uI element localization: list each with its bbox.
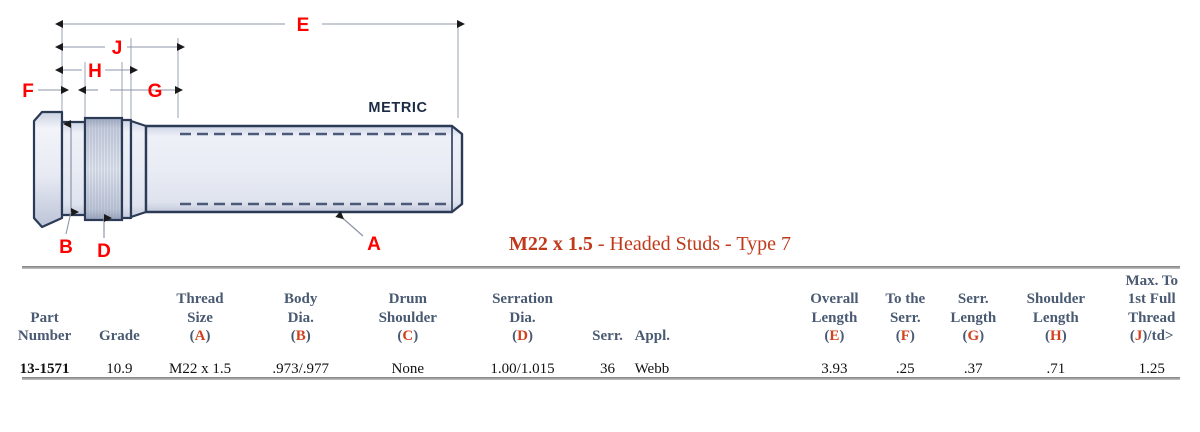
- hdr-l1: Max. To: [1125, 273, 1178, 289]
- hdr-l3: Thread: [1128, 309, 1176, 326]
- dimension-line-H: H: [55, 61, 138, 82]
- hdr-l1: To the: [885, 291, 926, 308]
- stud-threaded-shank: [144, 124, 464, 214]
- dimension-label-A: A: [367, 234, 381, 255]
- stud-under-head: [60, 120, 87, 217]
- dimension-line-G: G: [78, 81, 183, 102]
- col-header-to-the-serr: To the Serr. (F): [885, 291, 926, 344]
- stud-taper: [129, 119, 148, 219]
- hdr-l2: Part: [30, 309, 59, 326]
- thread-root-lines: [180, 132, 452, 206]
- col-header-serr: Serr.: [580, 272, 634, 349]
- dimension-line-D: D: [97, 214, 112, 262]
- hdr-code-F: F: [900, 327, 910, 344]
- cell-drum-shoulder: None: [391, 361, 425, 378]
- cell-serr-length: .37: [963, 361, 983, 378]
- dimension-line-F: F: [22, 81, 69, 102]
- col-header-part-number: Part Number: [0, 272, 89, 349]
- metric-label: METRIC: [368, 100, 427, 116]
- cell-appl: Webb: [634, 361, 670, 378]
- table-row: 13-1571 10.9 M22 x 1.5 .973/.977 None 1.…: [0, 349, 1200, 378]
- stud-serration-knurl: [86, 119, 121, 219]
- hdr-l2: Length: [950, 309, 997, 326]
- cell-grade: 10.9: [106, 361, 133, 378]
- col-header-drum-shoulder: Drum Shoulder (C): [378, 291, 437, 344]
- col-header-appl: Appl.: [635, 272, 797, 349]
- hdr-l2: Length: [1032, 309, 1079, 326]
- col-header-serr-length: Serr. Length (G): [950, 291, 997, 344]
- hdr-l1: Serr.: [957, 291, 989, 308]
- dimension-label-D: D: [97, 241, 111, 262]
- hdr-l2: Serr.: [889, 309, 921, 326]
- hdr-l1: Serration: [492, 291, 553, 308]
- dimension-label-B: B: [59, 237, 73, 258]
- hdr-l2: Shoulder: [378, 309, 437, 326]
- col-header-grade: Grade: [89, 272, 149, 349]
- col-header-serration-dia: Serration Dia. (D): [492, 291, 553, 344]
- part-title-size: M22 x 1.5: [508, 233, 593, 255]
- spec-table: Part Number Grade Thread Size (A) Body D…: [0, 272, 1200, 378]
- hdr-l3: Serr.: [592, 327, 623, 344]
- dimension-label-F: F: [22, 81, 34, 102]
- hdr-l2: Length: [811, 309, 858, 326]
- dimension-label-E: E: [297, 15, 310, 36]
- hdr-l1: Drum: [388, 291, 427, 308]
- hdr-l1: Shoulder: [1026, 291, 1086, 308]
- hdr-l1: Overall: [810, 291, 859, 308]
- hdr-l2: Dia.: [509, 309, 536, 326]
- cell-serr: 36: [600, 361, 616, 378]
- table-rule-middle: [22, 377, 1180, 380]
- hdr-code-C: C: [402, 327, 414, 344]
- hdr-code-D: D: [517, 327, 528, 344]
- col-header-shoulder-length: Shoulder Length (H): [1026, 291, 1086, 344]
- cell-serration-dia: 1.00/1.015: [490, 361, 555, 378]
- cell-shoulder-length: .71: [1046, 361, 1066, 378]
- table-rule-top: [22, 266, 1180, 269]
- hdr-l2: Size: [187, 309, 213, 326]
- hdr-l2: 1st Full: [1127, 291, 1176, 308]
- part-title-rest: - Headed Studs - Type 7: [592, 233, 792, 255]
- hdr-code-A: A: [194, 327, 206, 344]
- col-header-thread-size: Thread Size (A): [176, 291, 224, 344]
- stud-head: [32, 110, 64, 229]
- cell-thread-size: M22 x 1.5: [168, 361, 232, 378]
- hdr-l3: Number: [17, 327, 72, 344]
- dimension-line-B: B: [59, 120, 79, 258]
- stud-drawing-svg: E J H G F: [22, 15, 465, 262]
- part-title: M22 x 1.5 - Headed Studs - Type 7: [460, 233, 840, 256]
- dimension-label-J: J: [112, 38, 123, 59]
- hdr-l1: Body: [284, 291, 318, 308]
- hdr-l1: Thread: [176, 291, 224, 308]
- col-header-body-dia: Body Dia. (B): [284, 291, 318, 344]
- dimension-line-J: J: [55, 38, 185, 59]
- hdr-code-G: G: [967, 327, 980, 344]
- hdr-l3: Grade: [98, 327, 140, 344]
- hdr-code-E: E: [829, 327, 840, 344]
- dimension-label-H: H: [88, 61, 102, 82]
- col-header-overall-length: Overall Length (E): [810, 291, 859, 344]
- cell-part-number: 13-1571: [19, 361, 70, 378]
- hdr-l3: Appl.: [634, 327, 671, 344]
- hdr-code-suffix: /td>: [1147, 327, 1174, 344]
- cell-max-to-1st-full-thread: 1.25: [1138, 361, 1165, 378]
- stud-drawing: E J H G F: [0, 0, 500, 262]
- cell-body-dia: .973/.977: [272, 361, 330, 378]
- hdr-code-H: H: [1050, 327, 1062, 344]
- table-header-row: Part Number Grade Thread Size (A) Body D…: [0, 272, 1200, 349]
- dimension-line-E: E: [55, 15, 465, 36]
- hdr-code-B: B: [295, 327, 306, 344]
- cell-overall-length: 3.93: [821, 361, 848, 378]
- hdr-l2: Dia.: [287, 309, 314, 326]
- stud-shoulder-step: [120, 118, 133, 220]
- dimension-label-G: G: [148, 81, 163, 102]
- leader-line-A: A: [335, 210, 381, 255]
- hdr-code-J: J: [1134, 327, 1143, 344]
- col-header-max-to-1st-full-thread: Max. To 1st Full Thread (J)/td>: [1125, 273, 1178, 344]
- cell-to-the-serr: .25: [895, 361, 915, 378]
